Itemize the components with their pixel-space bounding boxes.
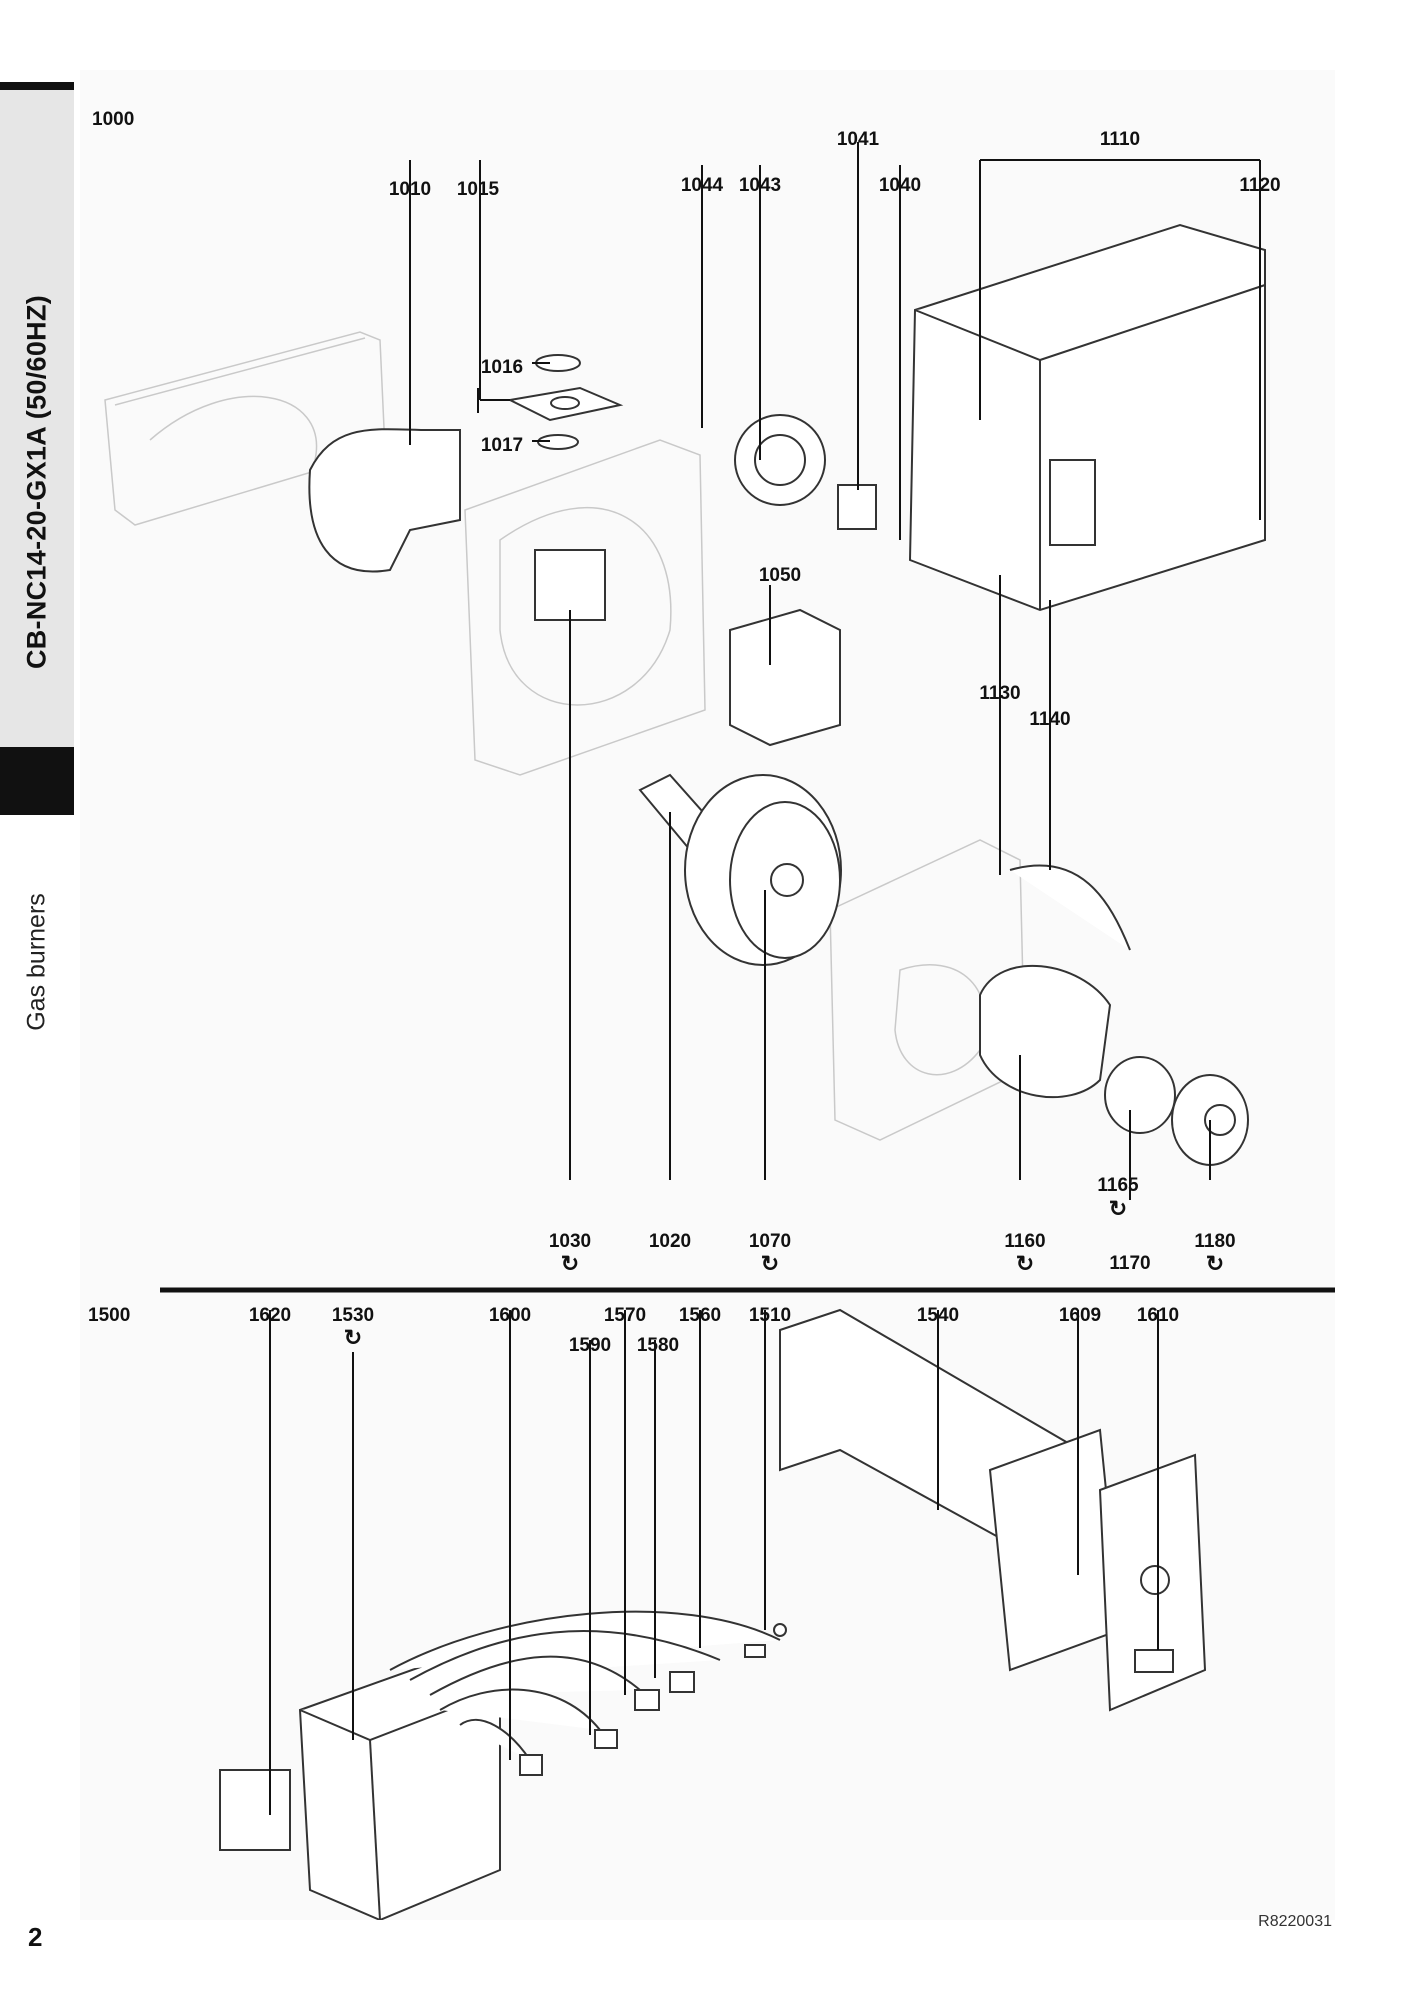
part-label-1600: 1600 — [488, 1305, 532, 1326]
sidebar: CB-NC14-20-GX1A (50/60HZ) Gas burners — [0, 82, 74, 1994]
rotating-part-icon-1070: ↻ — [760, 1251, 780, 1276]
part-label-1040: 1040 — [878, 175, 922, 196]
plug-1570-shape — [634, 1689, 660, 1711]
part-label-1590: 1590 — [568, 1335, 612, 1356]
plug-1580-shape — [669, 1671, 695, 1693]
sidebar-model-title: CB-NC14-20-GX1A (50/60HZ) — [21, 294, 52, 670]
part-label-1580: 1580 — [636, 1335, 680, 1356]
module-1030-shape — [534, 549, 606, 621]
part-outlines — [219, 223, 1266, 1920]
part-label-1570: 1570 — [603, 1305, 647, 1326]
part-label-1180: 1180 — [1194, 1231, 1236, 1252]
bracket-1010-shape — [308, 428, 461, 573]
part-label-1010: 1010 — [388, 179, 432, 200]
part-label-1120: 1120 — [1239, 175, 1281, 196]
plug-1510-shape — [773, 1623, 787, 1637]
part-label-1610: 1610 — [1136, 1305, 1180, 1326]
group-label-1000: 1000 — [92, 109, 135, 130]
part-label-1016: 1016 — [480, 357, 524, 378]
leader-lines — [269, 142, 1261, 1815]
rotating-part-icon-1160: ↻ — [1015, 1251, 1035, 1276]
clip-1041-shape — [837, 484, 877, 530]
motor-1160-shape — [979, 964, 1112, 1099]
part-label-1170: 1170 — [1109, 1253, 1151, 1274]
part-label-1070: 1070 — [748, 1231, 792, 1252]
part-label-1540: 1540 — [916, 1305, 960, 1326]
part-label-1020: 1020 — [648, 1231, 692, 1252]
rotating-part-icon-1180: ↻ — [1205, 1251, 1225, 1276]
relay-1620-shape — [219, 1769, 291, 1851]
sidebar-gray-band — [0, 82, 74, 747]
group-label-1500: 1500 — [88, 1305, 131, 1326]
part-label-1050: 1050 — [758, 565, 802, 586]
part-label-1160: 1160 — [1004, 1231, 1046, 1252]
part-label-1043: 1043 — [738, 175, 782, 196]
sidebar-category: Gas burners — [22, 893, 51, 1031]
exploded-parts-diagram: 1000 1010 1015 1016 1017 1044 1043 1041 … — [80, 70, 1335, 1920]
part-label-1017: 1017 — [480, 435, 524, 456]
part-ghost-outlines — [104, 331, 1026, 1141]
part-label-1609: 1609 — [1058, 1305, 1102, 1326]
plug-1560-shape — [744, 1644, 766, 1658]
cable-1140-shape — [1009, 864, 1131, 951]
part-label-1560: 1560 — [678, 1305, 722, 1326]
main-housing-ghost-shape — [464, 439, 706, 776]
rotating-part-icon-1530: ↻ — [343, 1325, 363, 1350]
rotating-part-icon-1030: ↻ — [560, 1251, 580, 1276]
page-number: 2 — [28, 1922, 43, 1952]
motor-mount-1050-shape — [729, 608, 841, 747]
part-label-1620: 1620 — [248, 1305, 292, 1326]
part-label-1110: 1110 — [1099, 129, 1141, 150]
cover-1110-shape — [908, 223, 1266, 612]
part-label-1130: 1130 — [979, 683, 1021, 704]
plug-1590-shape — [594, 1729, 618, 1749]
diagram-drawing — [104, 142, 1335, 1920]
rotating-part-icon-1165: ↻ — [1108, 1196, 1128, 1221]
part-label-1030: 1030 — [548, 1231, 592, 1252]
part-label-1510: 1510 — [748, 1305, 792, 1326]
sidebar-black-marker — [0, 747, 74, 815]
part-label-1165: 1165 — [1097, 1175, 1139, 1196]
part-label-1530: 1530 — [331, 1305, 375, 1326]
drawing-code: R8220031 — [1258, 1913, 1332, 1930]
ring-1170-shape — [1104, 1056, 1176, 1134]
part-label-1044: 1044 — [680, 175, 724, 196]
part-label-1041: 1041 — [836, 129, 880, 150]
connector-1610-shape — [1134, 1649, 1174, 1673]
plug-1600-shape — [519, 1754, 543, 1776]
part-label-1140: 1140 — [1029, 709, 1071, 730]
part-label-1015: 1015 — [456, 179, 500, 200]
sidebar-top-bar — [0, 82, 74, 90]
